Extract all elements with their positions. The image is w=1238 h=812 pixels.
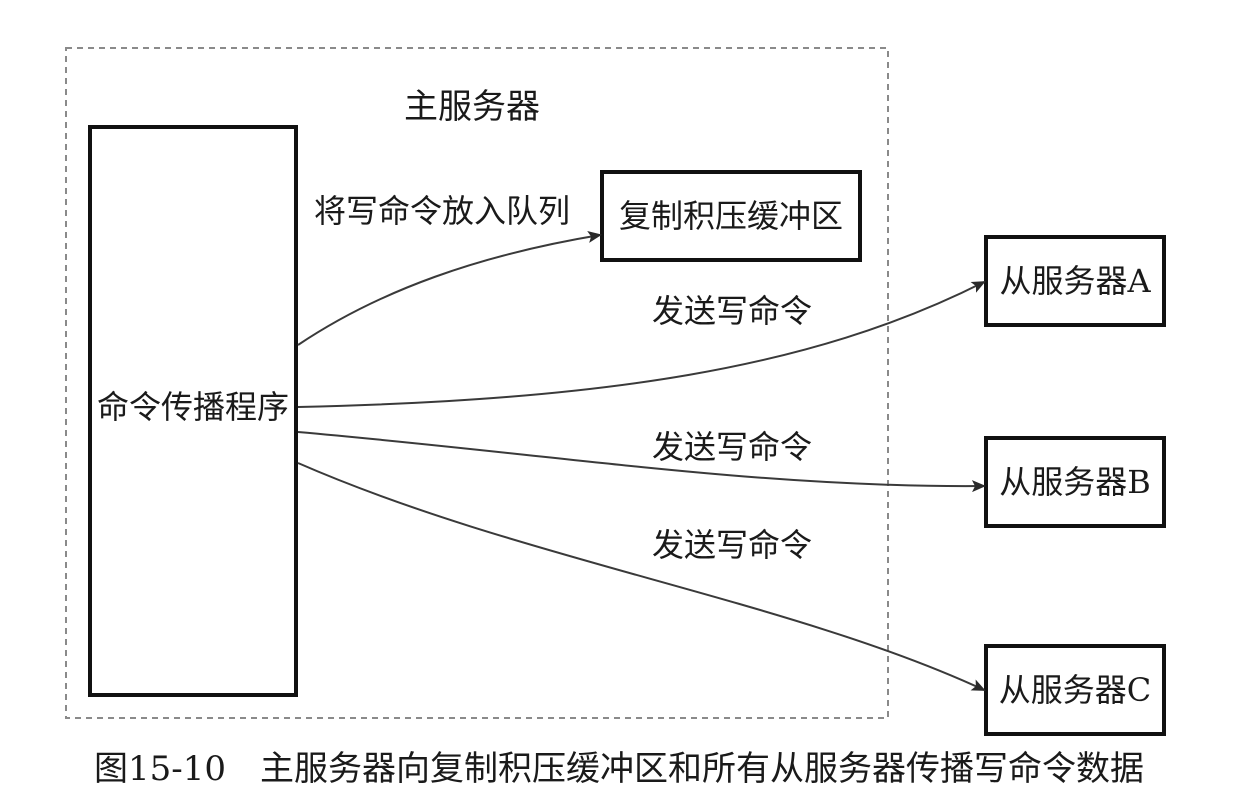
figure-caption: 图15-10 主服务器向复制积压缓冲区和所有从服务器传播写命令数据 xyxy=(94,749,1144,789)
edge-to-slave-a-label: 发送写命令 xyxy=(652,292,812,330)
replication-backlog-label: 复制积压缓冲区 xyxy=(619,197,843,235)
edge-to-slave-b-arrow xyxy=(297,431,986,493)
edge-to-slave-c-label: 发送写命令 xyxy=(652,526,812,564)
edge-to-slave-a-arrow xyxy=(297,281,986,408)
replication-backlog-box xyxy=(600,170,862,262)
slave-c-box xyxy=(984,644,1166,736)
master-server-region xyxy=(65,47,889,719)
slave-b-label: 从服务器B xyxy=(999,463,1151,501)
edge-to-slave-c-arrow xyxy=(297,462,986,691)
edge-to-slave-b-label: 发送写命令 xyxy=(652,428,812,466)
edge-to-backlog-label: 将写命令放入队列 xyxy=(314,192,570,230)
command-propagator-box xyxy=(88,125,298,697)
slave-c-label: 从服务器C xyxy=(999,671,1152,709)
slave-a-label: 从服务器A xyxy=(999,262,1151,300)
slave-a-box xyxy=(984,235,1166,327)
edge-to-backlog-arrow xyxy=(297,231,602,346)
master-server-label: 主服务器 xyxy=(404,87,540,127)
slave-b-box xyxy=(984,436,1166,528)
command-propagator-label: 命令传播程序 xyxy=(97,388,289,426)
